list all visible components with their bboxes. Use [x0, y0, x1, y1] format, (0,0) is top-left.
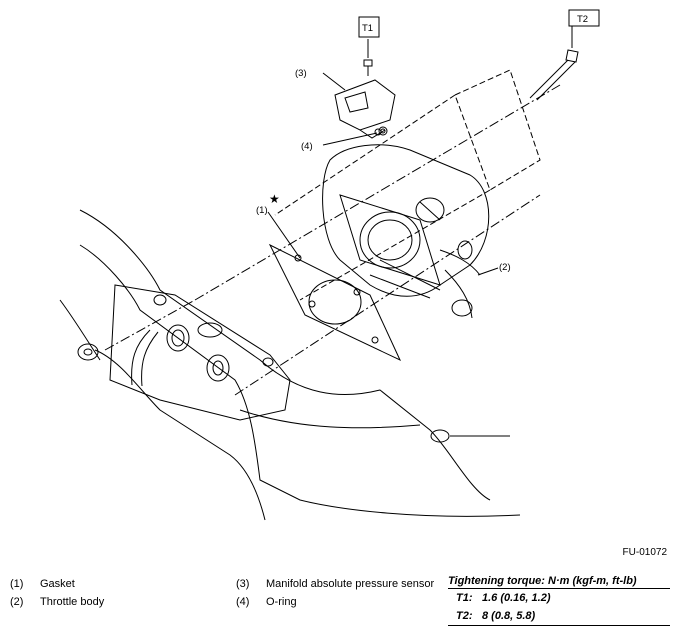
legend-middle: (3) Manifold absolute pressure sensor (4… — [236, 575, 434, 611]
callout-1: (1) — [256, 205, 268, 216]
t1-screw — [363, 39, 373, 76]
exploded-view-diagram: T1 T2 (3) (4) (1) ★ (2) — [59, 9, 600, 521]
torque-heading: Tightening torque: N·m (kgf-m, ft-lb) — [448, 575, 670, 589]
callout-4: (4) — [301, 141, 313, 152]
t1-tag-box — [358, 16, 380, 38]
callout-3: (3) — [295, 68, 307, 79]
figure-code: FU-01072 — [622, 547, 667, 558]
legend-number: (3) — [236, 578, 250, 590]
diagram-canvas: T1 T2 (3) (4) (1) ★ (2) — [59, 9, 600, 521]
legend-item: (1) Gasket — [10, 575, 104, 593]
legend-number: (4) — [236, 596, 250, 608]
t2-tag-box — [568, 9, 600, 27]
legend-number: (1) — [10, 578, 24, 590]
legend-number: (2) — [10, 596, 24, 608]
torque-key: T2: — [456, 610, 473, 622]
gasket-part — [267, 211, 402, 362]
torque-row: T1: 1.6 (0.16, 1.2) — [448, 589, 670, 607]
legend-item: (4) O-ring — [236, 593, 434, 611]
torque-table: Tightening torque: N·m (kgf-m, ft-lb) T1… — [448, 575, 670, 626]
o-ring-part — [322, 126, 388, 146]
legend-left: (1) Gasket (2) Throttle body — [10, 575, 104, 611]
callout-2: (2) — [499, 262, 511, 273]
throttle-body-part — [322, 144, 499, 319]
torque-value: 1.6 (0.16, 1.2) — [482, 592, 551, 604]
torque-row: T2: 8 (0.8, 5.8) — [448, 607, 670, 626]
star-mark: ★ — [269, 192, 280, 206]
t1-tag: T1 — [362, 23, 373, 34]
legend-label: O-ring — [266, 596, 297, 608]
legend-label: Manifold absolute pressure sensor — [266, 578, 435, 590]
t2-bolt — [529, 26, 579, 101]
t2-tag: T2 — [577, 14, 588, 25]
legend-label: Gasket — [40, 578, 75, 590]
torque-key: T1: — [456, 592, 473, 604]
torque-value: 8 (0.8, 5.8) — [482, 610, 536, 622]
legend-label: Throttle body — [40, 596, 105, 608]
intake-manifold — [59, 209, 521, 521]
legend-item: (2) Throttle body — [10, 593, 104, 611]
bolt-insertion-box — [274, 69, 541, 301]
map-sensor-part — [322, 72, 396, 139]
legend-item: (3) Manifold absolute pressure sensor — [236, 575, 434, 593]
assembly-centerlines — [104, 84, 561, 396]
